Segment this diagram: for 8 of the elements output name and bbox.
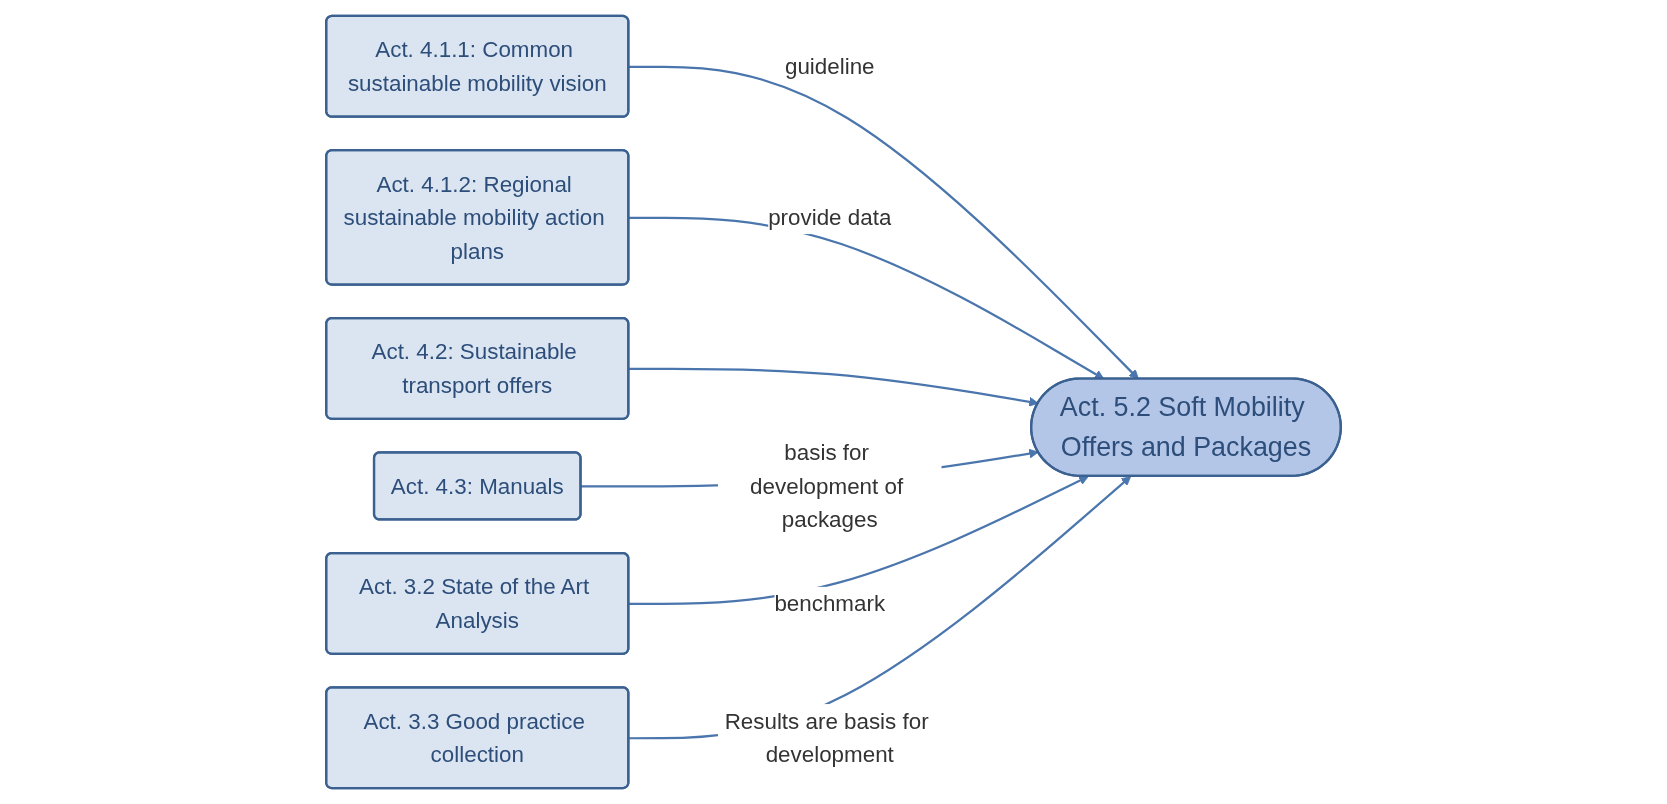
edge-label: provide data [768, 205, 892, 230]
edge-label: benchmark [774, 591, 886, 616]
arrow [628, 367, 1039, 407]
arrow [628, 475, 1132, 740]
arrow [628, 475, 1089, 606]
edge-label: basis for development of packages [750, 440, 904, 532]
edge-label: guideline [784, 54, 875, 79]
edge-label: Results are basis for development [724, 708, 929, 767]
